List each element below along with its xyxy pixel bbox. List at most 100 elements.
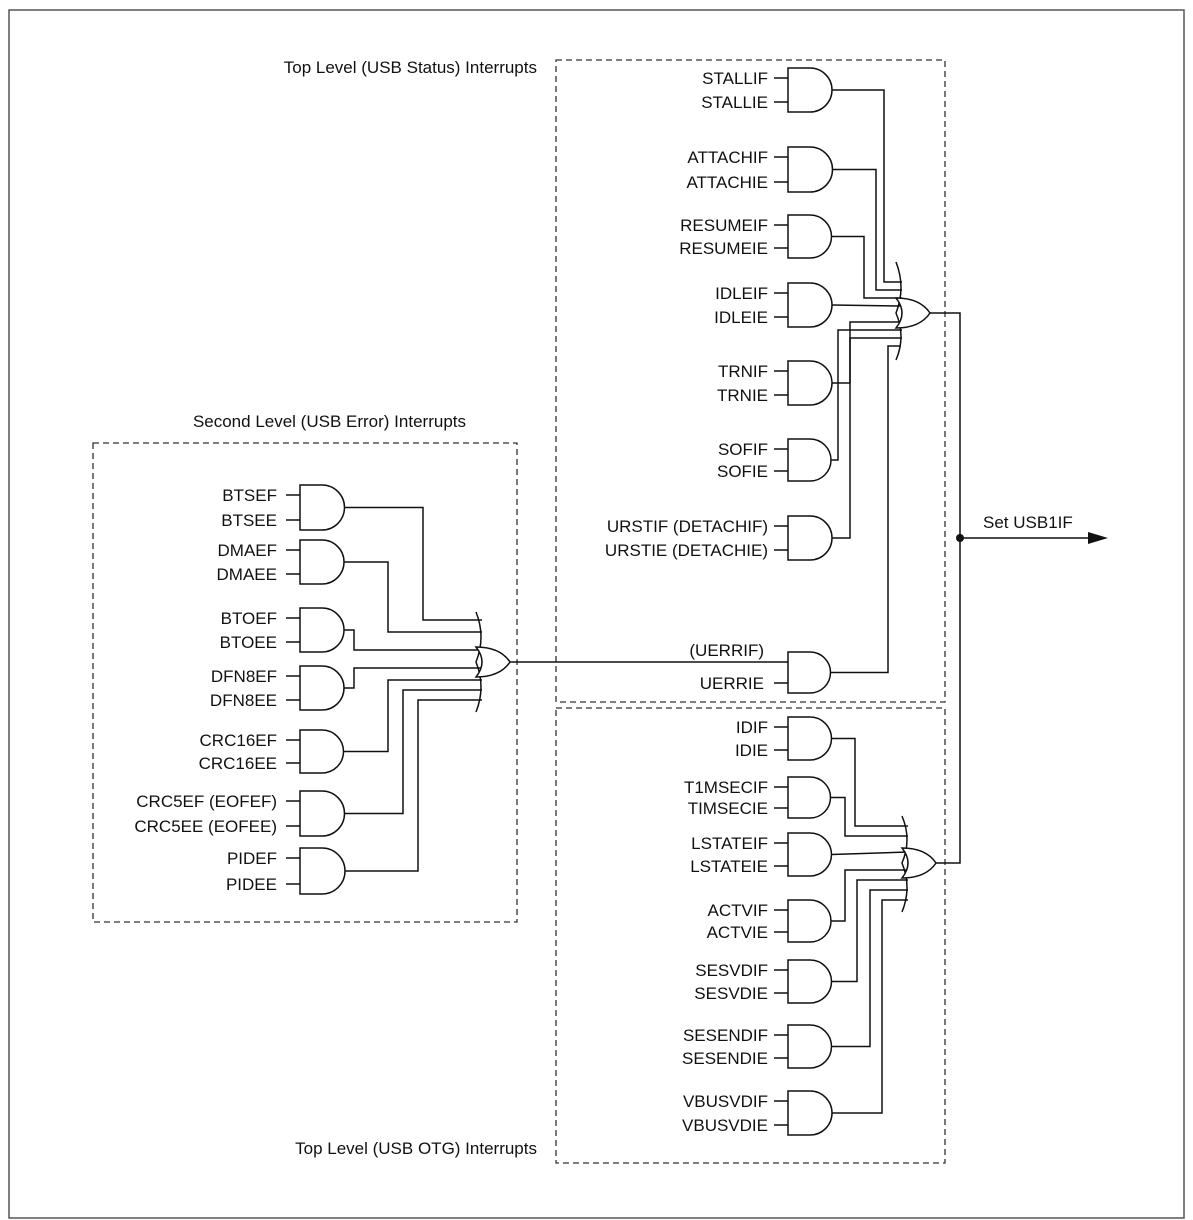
status-flag-label: STALLIF bbox=[702, 69, 768, 88]
output-arrow-icon bbox=[1088, 532, 1108, 544]
error-flag-label: PIDEF bbox=[227, 849, 277, 868]
otg-flag-label: LSTATEIF bbox=[691, 834, 768, 853]
output-label: Set USB1IF bbox=[983, 513, 1073, 532]
or-input-wire bbox=[830, 796, 908, 837]
or-input-wire bbox=[832, 89, 902, 283]
otg-or-gate bbox=[900, 847, 937, 879]
otg-and-gate bbox=[787, 1024, 833, 1069]
otg-and-gate bbox=[787, 899, 832, 943]
logic-gates bbox=[299, 67, 1108, 1136]
status-interrupts-box bbox=[555, 59, 946, 703]
status-flag-label: SOFIF bbox=[718, 440, 768, 459]
status-flag-label: TRNIF bbox=[718, 362, 768, 381]
or-input-wire bbox=[344, 561, 482, 633]
status-enable-label: TRNIE bbox=[717, 386, 768, 405]
error-enable-label: DFN8EE bbox=[210, 691, 277, 710]
or-input-wire bbox=[832, 168, 902, 291]
status-enable-label: URSTIE (DETACHIE) bbox=[605, 541, 768, 560]
error-flag-label: CRC16EF bbox=[200, 731, 277, 750]
error-flag-label: DFN8EF bbox=[211, 667, 277, 686]
error-or-input-extension bbox=[475, 611, 482, 713]
output-combine-wire bbox=[930, 312, 961, 864]
otg-and-gate bbox=[787, 716, 833, 761]
status-and-gate bbox=[787, 67, 833, 113]
error-enable-label: CRC5EE (EOFEE) bbox=[134, 817, 277, 836]
error-and-gate bbox=[299, 484, 346, 531]
error-and-gate bbox=[299, 607, 345, 653]
otg-and-gate bbox=[787, 959, 833, 1004]
status-flag-label: IDLEIF bbox=[715, 284, 768, 303]
status-flag-label: RESUMEIF bbox=[680, 216, 768, 235]
uerr-enable-label: UERRIE bbox=[700, 674, 764, 693]
status-enable-label: SOFIE bbox=[717, 462, 768, 481]
or-input-wire bbox=[832, 337, 902, 539]
otg-flag-label: SESENDIF bbox=[683, 1026, 768, 1045]
status-flag-label: URSTIF (DETACHIF) bbox=[607, 517, 768, 536]
error-or-gate bbox=[474, 646, 511, 678]
status-and-gate bbox=[787, 360, 833, 406]
otg-enable-label: TIMSECIE bbox=[688, 799, 768, 818]
or-input-wire bbox=[831, 889, 908, 1048]
otg-section-title: Top Level (USB OTG) Interrupts bbox=[295, 1139, 537, 1158]
error-and-gate bbox=[299, 847, 346, 895]
error-and-gate bbox=[299, 539, 345, 585]
status-and-gate bbox=[787, 282, 833, 328]
or-input-wire bbox=[831, 869, 908, 922]
uerr-flag-label: (UERRIF) bbox=[689, 641, 764, 660]
error-flag-label: BTSEF bbox=[222, 486, 277, 505]
signal-labels: STALLIFSTALLIEATTACHIFATTACHIERESUMEIFRE… bbox=[134, 69, 768, 1135]
otg-flag-label: VBUSVDIF bbox=[683, 1092, 768, 1111]
junction-dot bbox=[956, 534, 964, 542]
wiring bbox=[286, 77, 1092, 1126]
or-input-wire bbox=[344, 629, 482, 651]
or-input-wire bbox=[343, 679, 482, 753]
status-and-gate bbox=[787, 146, 834, 193]
error-and-gate bbox=[299, 729, 345, 774]
error-enable-label: BTSEE bbox=[221, 511, 277, 530]
error-enable-label: BTOEE bbox=[220, 633, 277, 652]
status-enable-label: ATTACHIE bbox=[686, 173, 768, 192]
otg-enable-label: LSTATEIE bbox=[690, 857, 768, 876]
or-input-wire bbox=[831, 329, 902, 461]
otg-flag-label: SESVDIF bbox=[695, 961, 768, 980]
error-interrupts-box bbox=[92, 442, 518, 923]
status-and-gate bbox=[787, 214, 833, 259]
or-input-wire bbox=[831, 851, 909, 856]
status-section-title: Top Level (USB Status) Interrupts bbox=[284, 58, 537, 77]
otg-and-gate bbox=[787, 832, 833, 877]
uerr-to-or-wire bbox=[830, 345, 901, 674]
otg-and-gate bbox=[787, 776, 832, 819]
otg-enable-label: SESVDIE bbox=[694, 984, 768, 1003]
or-input-wire bbox=[344, 667, 482, 689]
error-enable-label: CRC16EE bbox=[199, 754, 277, 773]
otg-enable-label: VBUSVDIE bbox=[682, 1116, 768, 1135]
otg-flag-label: ACTVIF bbox=[708, 901, 768, 920]
status-enable-label: IDLEIE bbox=[714, 308, 768, 327]
otg-and-gate bbox=[787, 1090, 833, 1136]
status-enable-label: RESUMEIE bbox=[679, 239, 768, 258]
status-flag-label: ATTACHIF bbox=[687, 148, 768, 167]
or-input-wire bbox=[345, 699, 482, 872]
error-enable-label: PIDEE bbox=[226, 875, 277, 894]
error-section-title: Second Level (USB Error) Interrupts bbox=[193, 412, 466, 431]
otg-or-input-extension bbox=[901, 815, 908, 913]
error-enable-label: DMAEE bbox=[217, 565, 277, 584]
error-flag-label: DMAEF bbox=[218, 541, 278, 560]
otg-flag-label: IDIF bbox=[736, 718, 768, 737]
or-input-wire bbox=[832, 899, 908, 1114]
or-input-wire bbox=[344, 506, 482, 621]
error-and-gate bbox=[299, 790, 346, 837]
or-input-wire bbox=[831, 737, 908, 827]
otg-interrupts-box bbox=[555, 707, 946, 1164]
otg-enable-label: IDIE bbox=[735, 741, 768, 760]
error-flag-label: CRC5EF (EOFEF) bbox=[136, 792, 277, 811]
otg-enable-label: SESENDIE bbox=[682, 1049, 768, 1068]
status-or-gate bbox=[894, 297, 931, 329]
or-input-wire bbox=[831, 235, 902, 299]
otg-flag-label: T1MSECIF bbox=[684, 778, 768, 797]
uerr-and-gate bbox=[787, 651, 832, 694]
status-and-gate bbox=[787, 438, 832, 482]
error-and-gate bbox=[299, 665, 345, 711]
outer-frame bbox=[8, 9, 1185, 1219]
